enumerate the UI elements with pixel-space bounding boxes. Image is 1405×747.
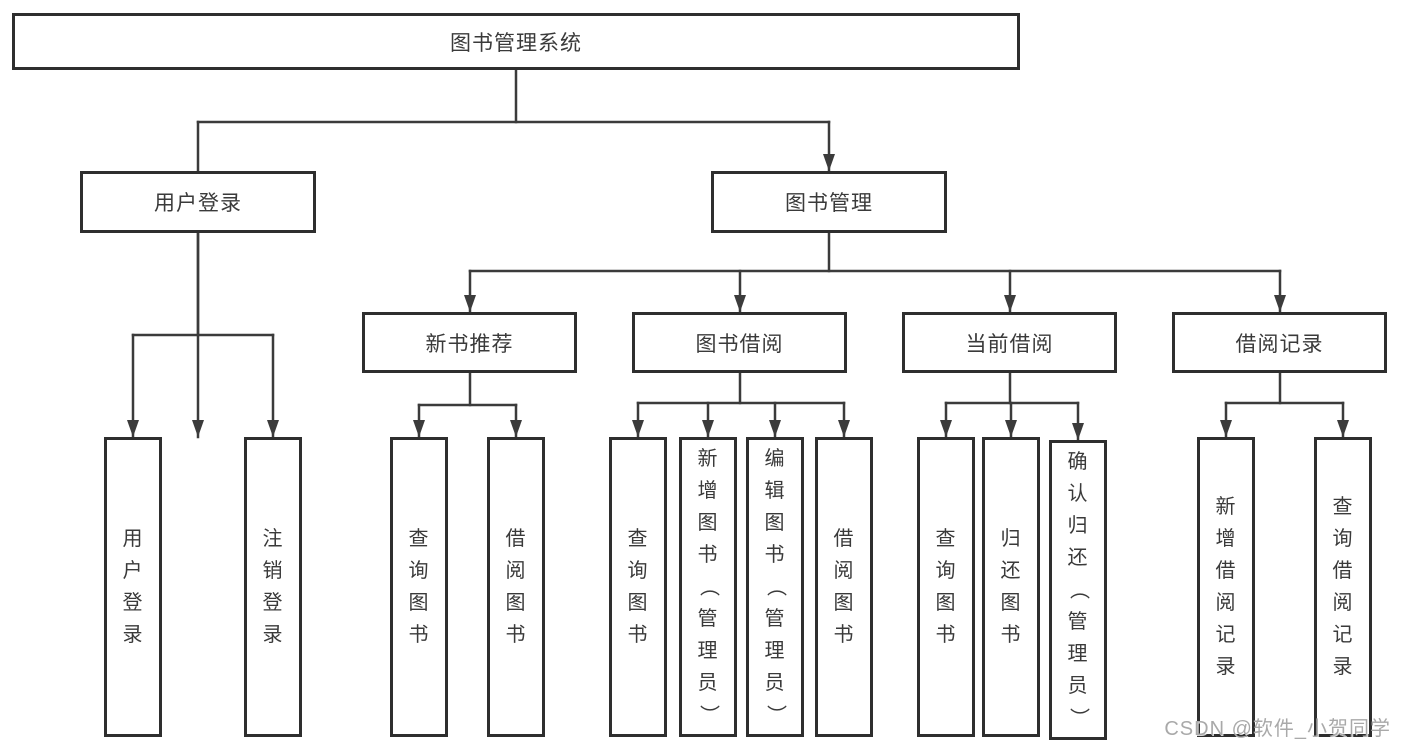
leaf-label: 用户登录 xyxy=(122,528,144,646)
node-new-book-recommend: 新书推荐 xyxy=(362,312,577,373)
leaf-borrow-books-recommend: 借阅图书 xyxy=(487,437,545,737)
node-label: 新书推荐 xyxy=(425,332,514,356)
leaf-label: 新增借阅记录 xyxy=(1215,496,1237,678)
leaf-label: 借阅图书 xyxy=(833,528,855,646)
node-root-label: 图书管理系统 xyxy=(450,31,582,55)
leaf-label: 查询图书 xyxy=(627,528,649,646)
leaf-confirm-return-admin: 确认归还（管理员） xyxy=(1049,440,1107,740)
leaf-label: 查询借阅记录 xyxy=(1332,496,1354,678)
leaf-add-borrow-record: 新增借阅记录 xyxy=(1197,437,1255,737)
leaf-label: 借阅图书 xyxy=(505,528,527,646)
node-root-system: 图书管理系统 xyxy=(12,13,1020,70)
leaf-query-borrow-records: 查询借阅记录 xyxy=(1314,437,1372,737)
node-label: 用户登录 xyxy=(154,192,242,215)
leaf-add-books-admin: 新增图书（管理员） xyxy=(679,437,737,737)
node-current-borrowing: 当前借阅 xyxy=(902,312,1117,373)
leaf-logout: 注销登录 xyxy=(244,437,302,737)
leaf-edit-books-admin: 编辑图书（管理员） xyxy=(746,437,804,737)
leaf-query-books-current: 查询图书 xyxy=(917,437,975,737)
leaf-user-login: 用户登录 xyxy=(104,437,162,737)
node-borrowing-records: 借阅记录 xyxy=(1172,312,1387,373)
leaf-query-books-borrowing: 查询图书 xyxy=(609,437,667,737)
node-label: 图书借阅 xyxy=(695,332,784,356)
node-label: 当前借阅 xyxy=(965,332,1054,356)
node-label: 借阅记录 xyxy=(1235,332,1324,356)
leaf-label: 查询图书 xyxy=(935,528,957,646)
leaf-label: 查询图书 xyxy=(408,528,430,646)
leaf-label: 确认归还（管理员） xyxy=(1067,451,1089,729)
leaf-label: 编辑图书（管理员） xyxy=(764,448,786,726)
leaf-query-books-recommend: 查询图书 xyxy=(390,437,448,737)
leaf-label: 注销登录 xyxy=(262,528,284,646)
leaf-label: 归还图书 xyxy=(1000,528,1022,646)
leaf-borrow-books: 借阅图书 xyxy=(815,437,873,737)
node-book-management-branch: 图书管理 xyxy=(711,171,947,233)
leaf-label: 新增图书（管理员） xyxy=(697,448,719,726)
node-label: 图书管理 xyxy=(785,192,873,215)
leaf-return-books: 归还图书 xyxy=(982,437,1040,737)
node-book-borrowing: 图书借阅 xyxy=(632,312,847,373)
watermark: CSDN @软件_小贺同学 xyxy=(1164,718,1391,740)
node-user-login-branch: 用户登录 xyxy=(80,171,316,233)
